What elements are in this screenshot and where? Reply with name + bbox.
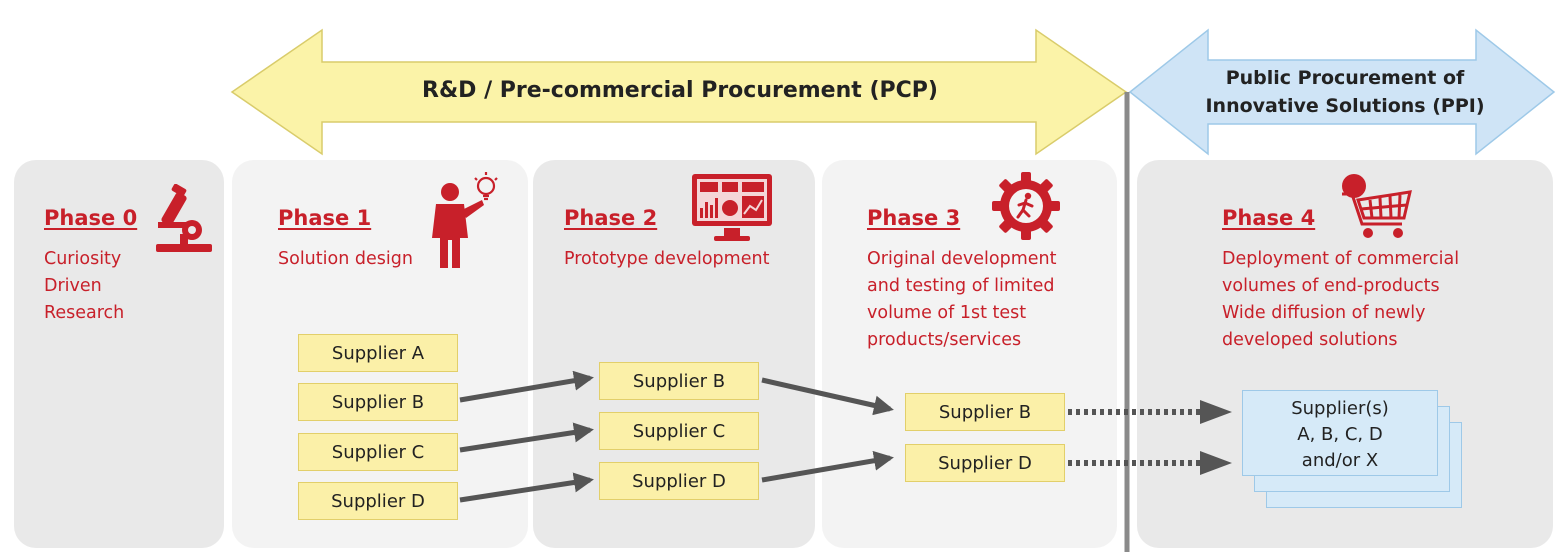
supplier-box-phase1: Supplier A — [298, 334, 458, 372]
phase-1-description: Solution design — [278, 246, 413, 273]
pcp-label: R&D / Pre-commercial Procurement (PCP) — [422, 78, 938, 103]
supplier-box-phase3: Supplier B — [905, 393, 1065, 431]
phase-0-title: Phase 0 — [44, 206, 138, 230]
phase-2-title: Phase 2 — [564, 206, 658, 230]
phase-1-desc-line: Solution design — [278, 249, 413, 269]
phase-3-desc-line: and testing of limited — [867, 276, 1055, 296]
person-lightbulb-icon — [432, 172, 498, 268]
supplier-box-phase2: Supplier B — [599, 362, 759, 400]
phase-4-desc-line: volumes of end-products — [1222, 276, 1440, 296]
phase-3-desc-line: products/services — [867, 330, 1022, 350]
phase-4-desc-line: Wide diffusion of newly — [1222, 303, 1426, 323]
phase-0-desc-line: Driven — [44, 276, 102, 296]
phase-2-desc-line: Prototype development — [564, 249, 770, 269]
phase-4-desc-line: developed solutions — [1222, 330, 1398, 350]
supplier-box-phase2: Supplier D — [599, 462, 759, 500]
phase-2-description: Prototype development — [564, 246, 769, 273]
supplier-stack-line: and/or X — [1301, 450, 1379, 471]
phase-4-desc-line: Deployment of commercial — [1222, 249, 1460, 269]
phase-3-description: Original development and testing of limi… — [867, 246, 1056, 354]
supplier-box-phase1: Supplier B — [298, 383, 458, 421]
monitor-dashboard-icon — [692, 174, 772, 241]
ppi-double-arrow — [1128, 28, 1556, 156]
phase-0-desc-line: Curiosity — [44, 249, 122, 269]
shopping-cart-icon — [1342, 174, 1412, 238]
phase-0-description: Curiosity Driven Research — [44, 246, 124, 327]
phase-3-title: Phase 3 — [867, 206, 961, 230]
supplier-stack-line: Supplier(s) — [1291, 398, 1389, 419]
supplier-box-phase3: Supplier D — [905, 444, 1065, 482]
phase-3-desc-line: volume of 1st test — [867, 303, 1027, 323]
phase-4-title: Phase 4 — [1222, 206, 1316, 230]
ppi-label-line1: Public Procurement of — [1225, 67, 1465, 89]
phase-1-title: Phase 1 — [278, 206, 372, 230]
gear-runner-icon — [992, 172, 1060, 240]
supplier-box-phase1: Supplier D — [298, 482, 458, 520]
supplier-box-phase2: Supplier C — [599, 412, 759, 450]
ppi-label-line2: Innovative Solutions (PPI) — [1205, 95, 1485, 117]
phase-3-desc-line: Original development — [867, 249, 1057, 269]
phase-0-desc-line: Research — [44, 303, 125, 323]
microscope-icon — [156, 184, 212, 252]
ppi-label: Public Procurement of Innovative Solutio… — [1180, 64, 1510, 120]
phase-3-panel — [822, 160, 1117, 548]
supplier-stack-line: A, B, C, D — [1297, 424, 1383, 445]
supplier-stack-label: Supplier(s) A, B, C, D and/or X — [1242, 396, 1438, 474]
supplier-stack-card-front — [1242, 390, 1438, 476]
supplier-box-phase1: Supplier C — [298, 433, 458, 471]
phase-4-description: Deployment of commercial volumes of end-… — [1222, 246, 1459, 354]
